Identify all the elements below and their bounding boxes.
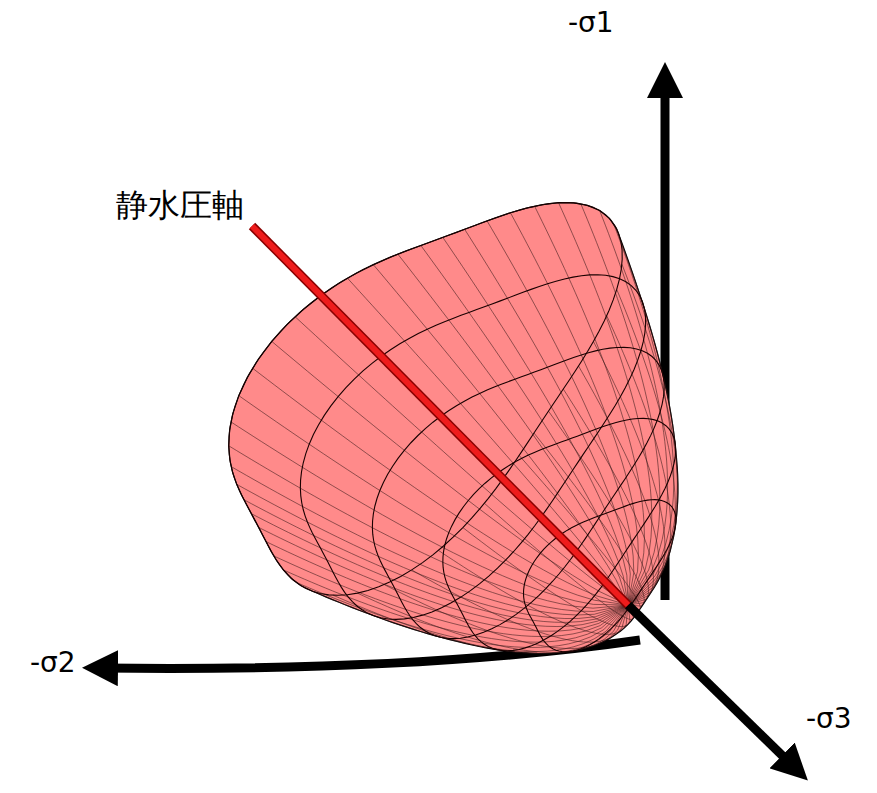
mesh-line <box>347 278 628 605</box>
mesh-line <box>357 593 628 652</box>
mesh-line <box>581 204 660 605</box>
mesh-line <box>484 503 633 619</box>
mesh-line <box>252 514 628 623</box>
mesh-line <box>259 528 628 627</box>
mesh-line <box>239 396 628 605</box>
mesh-line <box>333 595 628 653</box>
stress-axis-label: -σ2 <box>30 648 76 679</box>
mesh-line <box>622 264 678 605</box>
axis-label: 静水圧軸 <box>116 188 244 223</box>
mesh-line <box>253 368 628 605</box>
stress-axis-label: -σ3 <box>806 704 852 735</box>
mesh-line <box>519 455 640 609</box>
mesh-line <box>229 446 628 608</box>
hydrostatic-axis <box>252 226 628 605</box>
stress-axis-label: -σ1 <box>568 8 614 39</box>
sigma3-axis <box>628 605 795 768</box>
mesh-line <box>487 221 634 605</box>
mesh-line <box>563 389 653 605</box>
hydrostatic-axis-outline <box>252 226 628 605</box>
mesh-line <box>283 570 628 642</box>
mesh-line <box>621 242 677 605</box>
mesh-line <box>274 556 628 637</box>
mesh-line <box>313 591 628 651</box>
yield-surface <box>229 203 678 654</box>
mesh-line <box>607 316 671 605</box>
surface-silhouette <box>229 203 678 654</box>
mesh-line <box>295 317 628 605</box>
